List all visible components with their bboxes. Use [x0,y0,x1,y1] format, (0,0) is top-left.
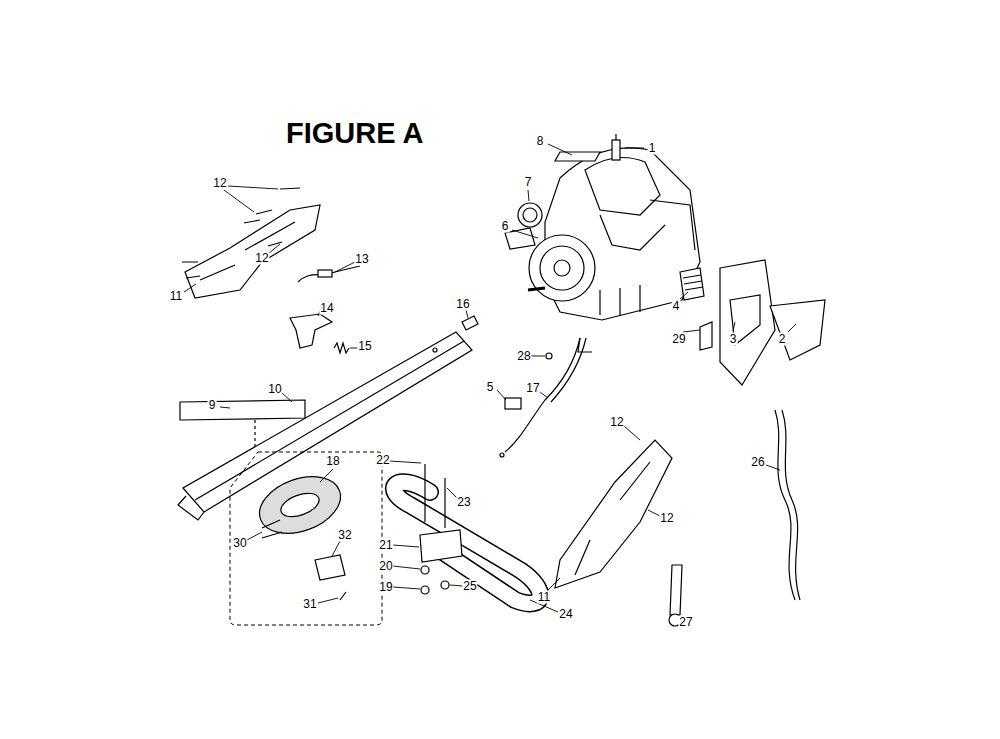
callout-number: 12 [254,252,269,265]
callout-number: 18 [325,455,340,468]
callout-number: 2 [778,333,787,346]
callout-number: 28 [516,350,531,363]
callout-number: 25 [462,580,477,593]
callout-number: 24 [558,608,573,621]
callout-number: 5 [486,381,495,394]
callout-number: 9 [208,399,217,412]
callout-number: 22 [375,454,390,467]
callout-number: 7 [524,176,533,189]
dashed-group: 18 30 32 31 [228,448,384,628]
callout-number: 11 [169,290,183,303]
callout-number: 19 [378,581,393,594]
callout-number: 29 [671,333,686,346]
callout-number: 32 [337,529,352,542]
callout-number: 15 [357,340,372,353]
callout-number: 17 [525,382,540,395]
callout-number: 13 [354,253,369,266]
callout-number: 12 [609,416,624,429]
callout-number: 31 [302,598,317,611]
callout-number: 26 [750,456,765,469]
callout-number: 6 [501,220,510,233]
callout-number: 21 [378,539,393,552]
callout-number: 8 [536,135,545,148]
callout-number: 30 [232,537,247,550]
callout-number: 14 [319,302,334,315]
callout-number: 16 [455,298,470,311]
callout-number: 11 [537,591,551,604]
figure-title: FIGURE A [286,117,423,149]
callout-number: 12 [212,177,227,190]
callout-number: 12 [659,512,674,525]
callout-number: 1 [648,142,657,155]
callout-number: 3 [729,333,738,346]
callout-number: 20 [378,560,393,573]
callout-number: 4 [672,300,681,313]
callout-number: 10 [267,383,282,396]
callout-number: 23 [456,496,471,509]
callout-number: 27 [678,616,693,629]
